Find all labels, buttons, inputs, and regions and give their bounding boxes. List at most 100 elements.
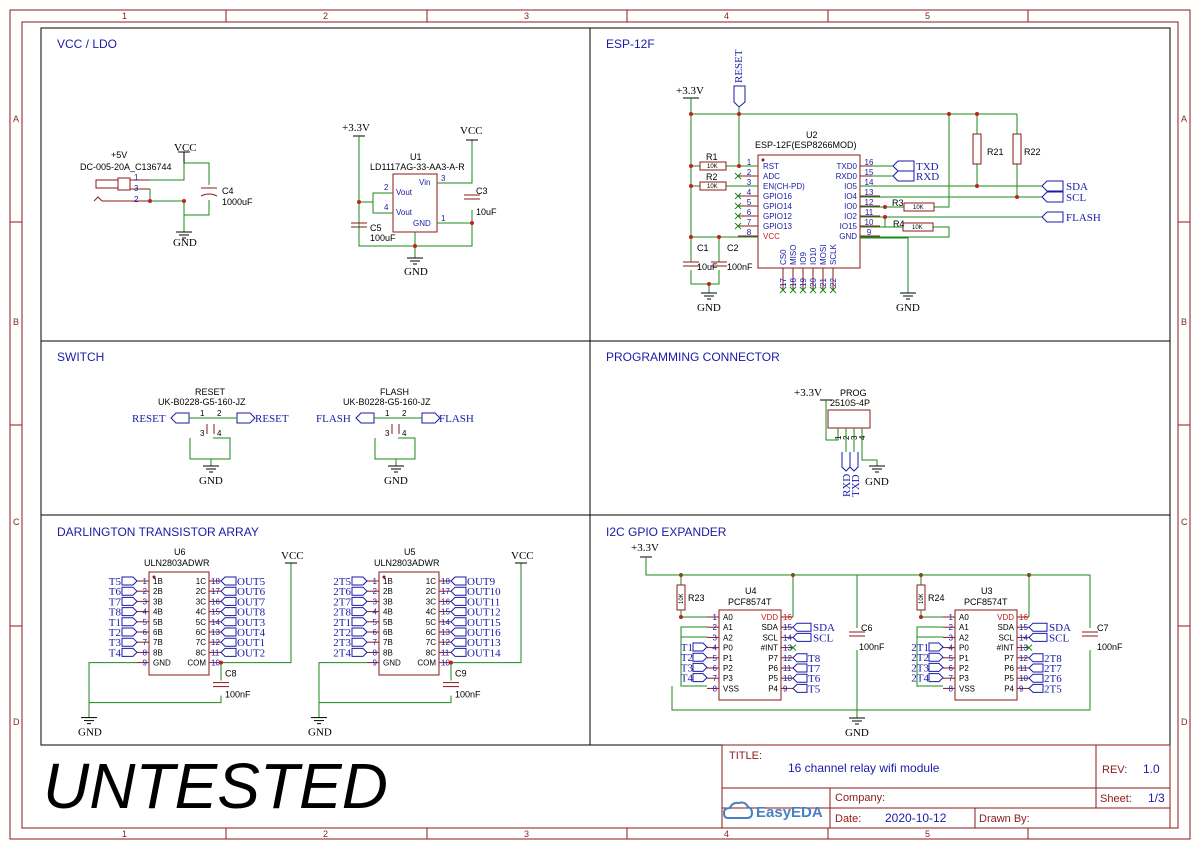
row-label: D bbox=[13, 717, 20, 727]
pin-number: 4 bbox=[713, 644, 718, 653]
pin-number: 4 bbox=[402, 429, 407, 438]
pin-name: P1 bbox=[723, 654, 733, 663]
output-net: T5 bbox=[808, 683, 821, 695]
pin-name: A1 bbox=[959, 623, 969, 632]
section-title-esp12f: ESP-12F bbox=[606, 37, 655, 51]
prog-part: 2510S-4P bbox=[830, 398, 870, 408]
pin-number: 15 bbox=[441, 608, 450, 617]
pin-number: 16 bbox=[783, 613, 792, 622]
r1-value: 10K bbox=[707, 164, 718, 170]
pin-number: 12 bbox=[211, 638, 220, 647]
pin-name: 7B bbox=[383, 638, 393, 647]
pin-name: VCC bbox=[763, 232, 780, 241]
vcc-label: VCC bbox=[174, 142, 197, 154]
input-net: 2T6 bbox=[333, 586, 351, 598]
pin-number: 14 bbox=[211, 618, 220, 627]
pin-number: 4 bbox=[858, 435, 867, 440]
pin-number: 8 bbox=[373, 648, 378, 657]
pin-name: 5B bbox=[383, 618, 393, 627]
pin-name: Vout bbox=[396, 188, 413, 197]
title-block bbox=[721, 744, 1171, 829]
c1-label: C1 bbox=[697, 243, 709, 253]
pin-name: VSS bbox=[723, 684, 739, 693]
jack-value: +5V bbox=[111, 150, 127, 160]
pin-number: 18 bbox=[211, 577, 220, 586]
pin-name: GPIO16 bbox=[763, 192, 792, 201]
pin-number: 18 bbox=[441, 577, 450, 586]
gnd-label: GND bbox=[199, 475, 223, 487]
resistor-value: 10K bbox=[679, 593, 685, 604]
pin-number: 21 bbox=[819, 278, 828, 287]
col-label: 2 bbox=[323, 11, 328, 21]
pin-number: 7 bbox=[747, 218, 752, 227]
pin-name: P2 bbox=[723, 664, 733, 673]
col-label: 2 bbox=[323, 829, 328, 839]
u2-body bbox=[757, 154, 861, 269]
pin-name: 8B bbox=[383, 648, 393, 657]
pin-number: 6 bbox=[143, 628, 148, 637]
pin-name: 4B bbox=[153, 608, 163, 617]
pin-number: 2 bbox=[747, 168, 752, 177]
txd-port: TXD bbox=[850, 474, 862, 497]
pin-name: 7C bbox=[196, 638, 206, 647]
gnd-label: GND bbox=[308, 727, 332, 739]
r2-label: R2 bbox=[706, 172, 718, 182]
pin-number: 5 bbox=[373, 618, 378, 627]
company-label: Company: bbox=[835, 792, 885, 804]
pin-number: 10 bbox=[783, 674, 792, 683]
pin-name: P4 bbox=[1004, 684, 1014, 693]
pin-name: VDD bbox=[761, 613, 778, 622]
reset-port: RESET bbox=[733, 49, 745, 83]
pin-number: 16 bbox=[1019, 613, 1028, 622]
pin-name: P3 bbox=[723, 674, 733, 683]
r3-label: R3 bbox=[892, 198, 904, 208]
pin-number: 14 bbox=[783, 633, 792, 642]
output-net: OUT11 bbox=[467, 596, 500, 608]
pin-number: 9 bbox=[867, 228, 872, 237]
rxd-port: RXD bbox=[916, 171, 939, 183]
pin-number: 5 bbox=[949, 654, 954, 663]
pin-number: 9 bbox=[783, 684, 788, 693]
pin-number: 6 bbox=[949, 664, 954, 673]
output-net: OUT6 bbox=[237, 586, 266, 598]
chip-part: PCF8574T bbox=[964, 597, 1008, 607]
pin-number: 2 bbox=[713, 623, 718, 632]
c4-value: 1000uF bbox=[222, 197, 253, 207]
pin-name: #INT bbox=[997, 644, 1014, 653]
bus-net: SDA bbox=[813, 622, 835, 634]
input-net: 2T2 bbox=[911, 652, 929, 664]
pin-number: 1 bbox=[134, 173, 139, 182]
pin-name: 8C bbox=[426, 648, 436, 657]
u2-right-pins: 16TXD015RXD014IO513IO412IO011IO210IO159G… bbox=[836, 158, 880, 241]
pin-number: 3 bbox=[373, 597, 378, 606]
easyeda-brand: EasyEDA bbox=[756, 804, 823, 821]
pin-name: 7C bbox=[426, 638, 436, 647]
row-label: A bbox=[1181, 114, 1187, 124]
pin-name: 8B bbox=[153, 648, 163, 657]
pin-name: RST bbox=[763, 162, 779, 171]
pin-number: 1 bbox=[373, 577, 378, 586]
pin-number: 12 bbox=[783, 654, 792, 663]
v33-label: +3.3V bbox=[794, 387, 822, 399]
sheet-value: 1/3 bbox=[1148, 791, 1165, 805]
cap-label: C8 bbox=[225, 669, 237, 679]
output-net: OUT1 bbox=[237, 637, 265, 649]
pin-number: 2 bbox=[949, 623, 954, 632]
input-net: T4 bbox=[681, 673, 694, 685]
pin-name: P3 bbox=[959, 674, 969, 683]
input-net: 2T4 bbox=[333, 647, 351, 659]
pin-number: 17 bbox=[441, 587, 450, 596]
pin-number: 11 bbox=[211, 648, 220, 657]
row-label: A bbox=[13, 114, 19, 124]
jack-part: DC-005-20A_C136744 bbox=[80, 162, 172, 172]
resistor-label: R24 bbox=[928, 593, 945, 603]
pin-number: 11 bbox=[1019, 664, 1028, 673]
pin-name: Vout bbox=[396, 208, 413, 217]
gnd-label: GND bbox=[845, 727, 869, 739]
r4-label: R4 bbox=[893, 219, 905, 229]
resistor-label: R23 bbox=[688, 593, 705, 603]
r22-label: R22 bbox=[1024, 147, 1041, 157]
pin-name: 1C bbox=[196, 577, 206, 586]
